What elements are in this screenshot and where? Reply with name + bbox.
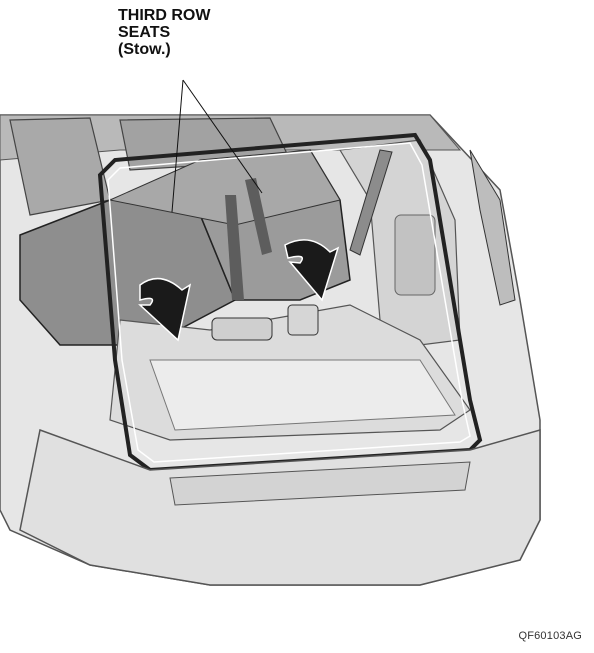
leader-line-left [171,79,184,213]
cargo-floor [149,359,456,431]
seat-latch-left [211,317,273,341]
seat-strap-left [225,195,244,300]
seat-top-face [108,149,341,226]
callout-line-1: THIRD ROW [118,7,211,24]
callout-label: THIRD ROW SEATS (Stow.) [118,7,210,58]
fold-arrow-right [284,239,340,302]
side-panel-recess [394,214,436,296]
seatbelt [349,149,393,256]
callout-line-3: (Stow.) [118,41,171,58]
seat-strap-right [245,178,272,255]
fold-arrow-left [138,277,192,342]
leader-line-right [182,79,263,194]
tailgate-opening-inner [107,142,471,463]
seat-latch-right [287,304,319,336]
right-taillight [469,149,516,306]
tailgate-opening [97,132,483,473]
callout-line-2: SEATS [118,24,171,41]
figure-code: QF60103AG [518,630,582,642]
bumper-step-plate [169,461,471,506]
